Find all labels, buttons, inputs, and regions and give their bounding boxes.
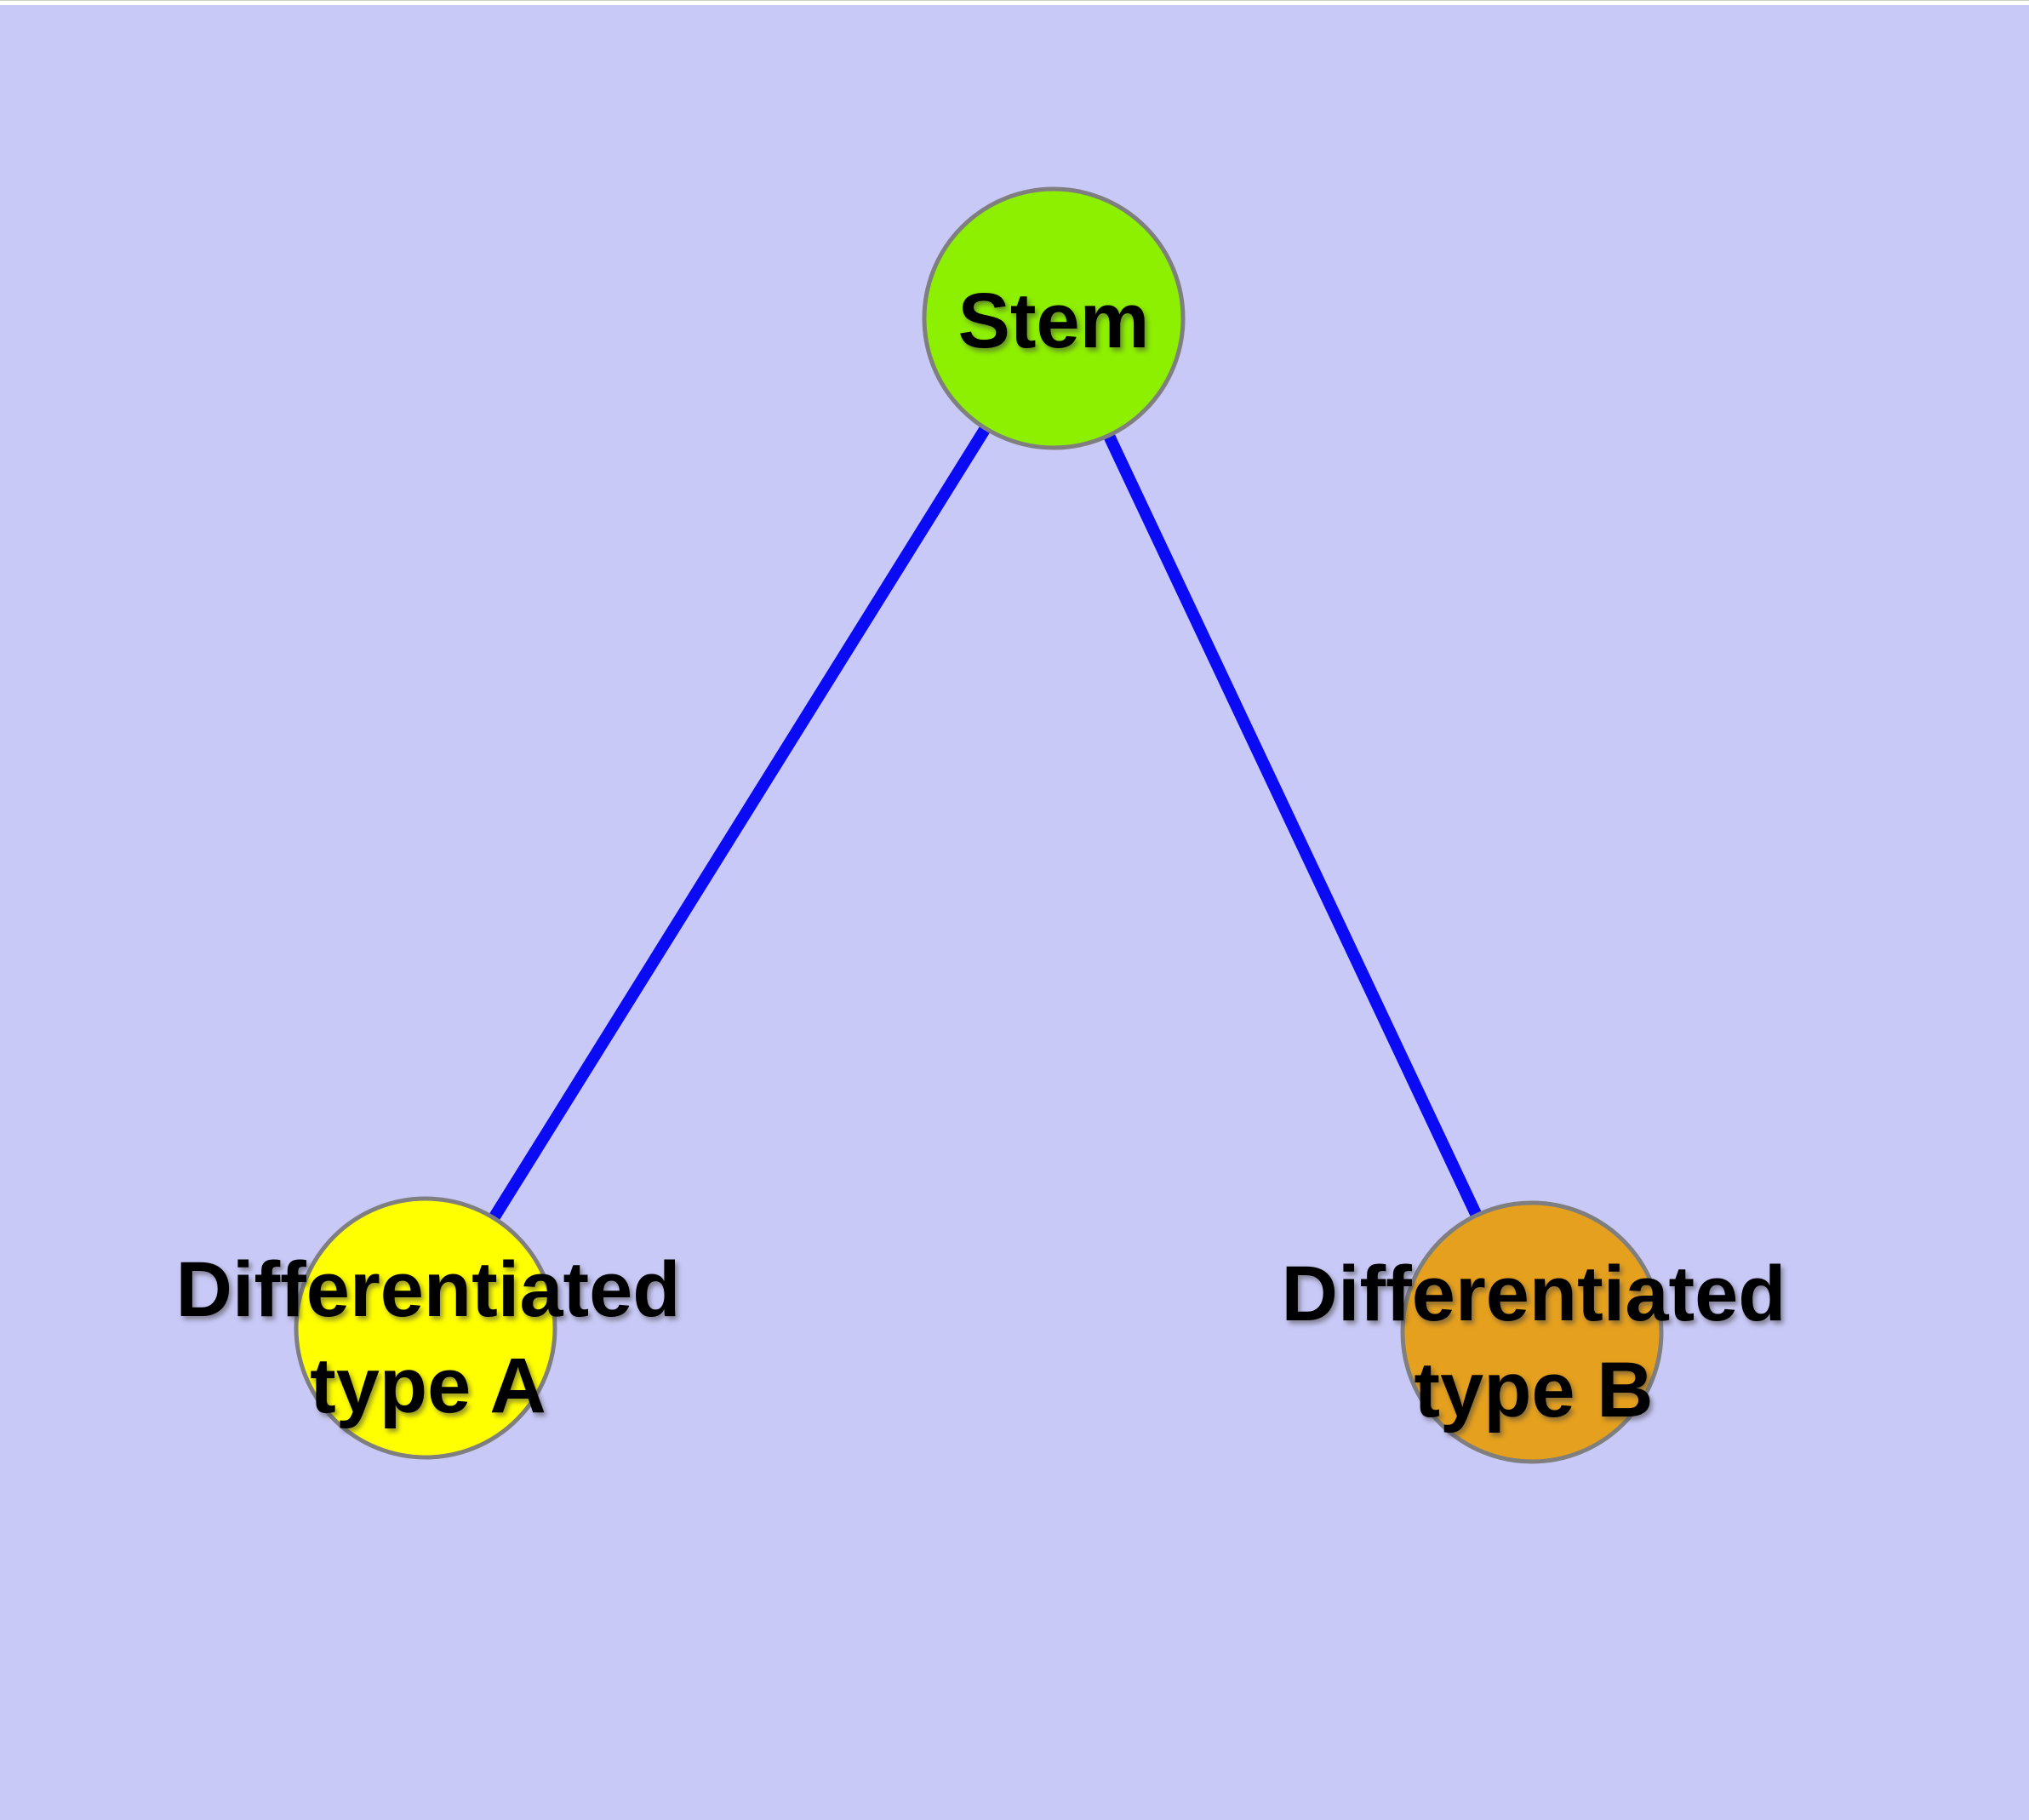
- node-stem[interactable]: [922, 186, 1186, 450]
- node-differentiated-type-b[interactable]: [1400, 1200, 1664, 1464]
- node-type-a-label-line2: type A: [310, 1342, 546, 1429]
- node-type-b-label-line1: Differentiated: [1282, 1251, 1786, 1337]
- node-stem-label: Stem: [958, 278, 1150, 364]
- node-type-b-label-line2: type B: [1414, 1347, 1653, 1434]
- node-differentiated-type-a[interactable]: [294, 1196, 557, 1460]
- edge-stem-to-type-b: [1103, 433, 1483, 1218]
- window-top-edge: [0, 0, 2029, 5]
- node-type-a-label-line1: Differentiated: [176, 1246, 681, 1333]
- edge-stem-to-type-a: [489, 425, 991, 1222]
